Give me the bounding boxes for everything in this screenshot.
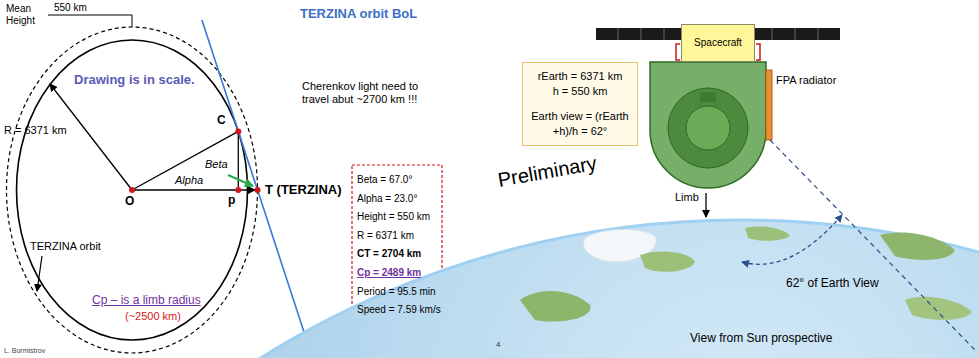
node-text: Cp = 2489 km xyxy=(357,264,442,283)
node-text: R = 6371 km xyxy=(357,227,442,246)
annotation-label: Drawing is in scale. xyxy=(74,72,195,88)
annotation-label: (~2500 km) xyxy=(125,310,181,323)
formula-box: rEarth = 6371 kmh = 550 km Earth view = (… xyxy=(522,62,638,146)
annotation-label: Limb xyxy=(675,191,699,204)
annotation-label: Beta xyxy=(205,158,228,171)
annotation-label: p xyxy=(228,193,235,207)
spacecraft-box: Spacecraft xyxy=(681,24,755,62)
node-text: h = 550 km xyxy=(527,84,633,99)
annotation-label: Cherenkov light need to travel abut ~270… xyxy=(302,80,438,106)
annotation-label: L. Burmistrov xyxy=(4,347,45,355)
node-text: Alpha = 23.0° xyxy=(357,190,442,209)
node-text: Period = 95.5 min xyxy=(357,283,442,302)
node-text: Speed = 7.59 km/s xyxy=(357,301,442,320)
annotation-label: Alpha xyxy=(175,174,203,187)
node-text: rEarth = 6371 km xyxy=(527,69,633,84)
node-text: Spacecraft xyxy=(685,28,751,58)
annotation-label: O xyxy=(125,194,134,208)
annotation-label: 550 km xyxy=(54,2,87,14)
watermark: Preliminary xyxy=(496,151,599,192)
annotation-label: R = 6371 km xyxy=(4,124,67,137)
earth-view xyxy=(0,28,979,358)
annotation-label: Cp – is a limb radius xyxy=(92,293,201,307)
node-text: CT = 2704 km xyxy=(357,245,442,264)
annotation-label: TERZINA orbit BoL xyxy=(300,6,417,22)
annotation-label: T (TERZINA) xyxy=(265,182,342,198)
annotation-label: FPA radiator xyxy=(776,74,836,87)
annotation-label: 62° of Earth View xyxy=(786,276,879,290)
annotation-label: 4 xyxy=(496,340,500,350)
node-text: Height = 550 km xyxy=(357,208,442,227)
annotation-label: View from Sun prospective xyxy=(690,331,833,345)
annotation-label: TERZINA orbit xyxy=(30,240,101,253)
parameter-box: Beta = 67.0°Alpha = 23.0°Height = 550 km… xyxy=(352,165,447,326)
node-text: Beta = 67.0° xyxy=(357,171,442,190)
annotation-label: Mean Height xyxy=(6,3,46,27)
node-text: Earth view = (rEarth +h)/h = 62° xyxy=(527,109,633,139)
annotation-label: C xyxy=(217,113,226,127)
